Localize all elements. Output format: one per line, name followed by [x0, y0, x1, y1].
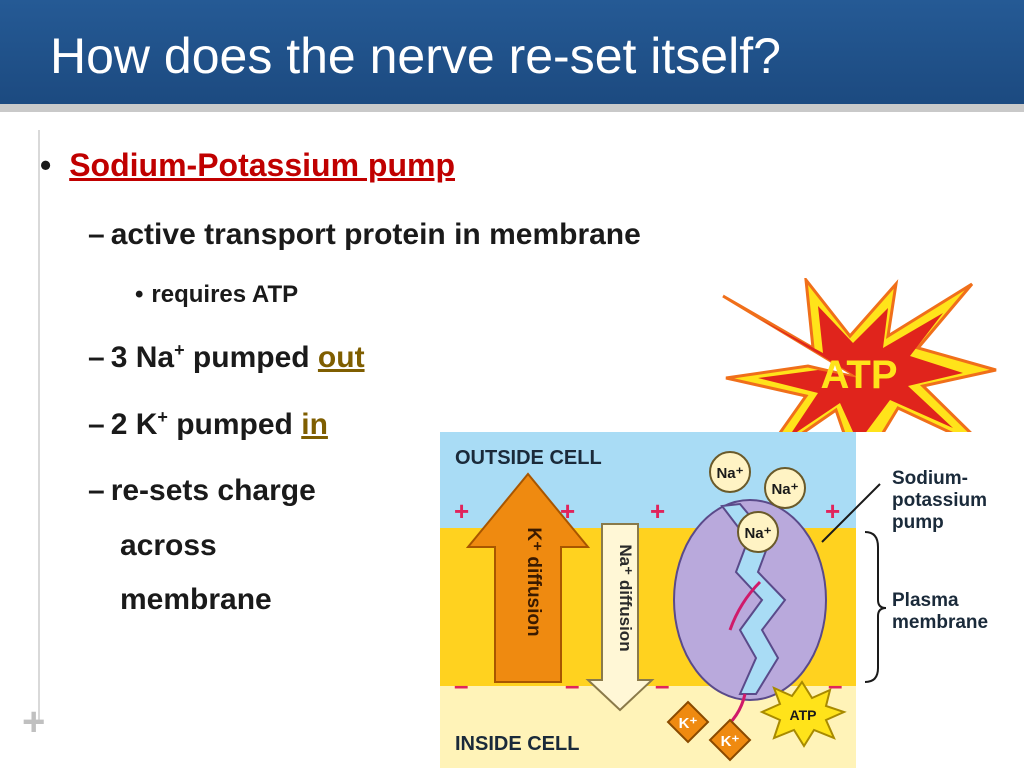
bullet-sodium-potassium-pump: • Sodium-Potassium pump — [40, 143, 455, 187]
pump-leader-line — [821, 483, 881, 543]
na-ion-label: Na⁺ — [771, 481, 798, 498]
dash-icon: – — [88, 408, 105, 441]
left-guide-line — [38, 130, 40, 720]
membrane-bracket — [864, 531, 887, 683]
pump-channel — [720, 502, 787, 695]
pump-label-line: potassium — [892, 490, 987, 511]
plus-charge: + — [454, 496, 469, 526]
k-diffusion-arrow — [465, 472, 591, 683]
out-link[interactable]: out — [317, 341, 365, 374]
outside-cell-label: OUTSIDE CELL — [455, 447, 602, 469]
minus-charge: – — [565, 670, 579, 700]
sodium-potassium-pump-diagram: OUTSIDE CELL INSIDE CELL + + + + – – – –… — [440, 432, 1024, 768]
inside-cell-label: INSIDE CELL — [455, 733, 579, 755]
na-ion-label: Na⁺ — [744, 525, 771, 542]
superscript: + — [157, 407, 168, 428]
bullet-text: 3 Na — [110, 341, 175, 374]
membrane-label-line: Plasma — [892, 590, 959, 611]
bullet-na-pumped-out: –3 Na+ pumped out — [88, 337, 365, 379]
plus-charge: + — [650, 496, 665, 526]
dash-icon: – — [88, 474, 105, 507]
na-ion-label: Na⁺ — [716, 465, 743, 482]
small-atp-starburst — [759, 680, 847, 748]
bullet-dot-icon: • — [135, 281, 144, 308]
in-link[interactable]: in — [301, 408, 328, 441]
small-atp-label: ATP — [790, 707, 817, 723]
k-ion-label: K⁺ — [679, 715, 698, 732]
superscript: + — [174, 340, 185, 361]
heading-link[interactable]: Sodium-Potassium pump — [69, 147, 455, 183]
bullet-text: requires ATP — [151, 281, 299, 308]
bullet-active-transport: –active transport protein in membrane — [88, 214, 641, 256]
dash-icon: – — [88, 218, 105, 251]
bullet-dot-icon: • — [40, 147, 52, 183]
bullet-text: pumped — [184, 341, 318, 374]
k-ion — [666, 700, 710, 744]
k-diffusion-label: K⁺ diffusion — [523, 527, 544, 636]
bullet-text-continued: across — [120, 529, 217, 562]
na-ion — [709, 451, 751, 493]
k-ion-label: K⁺ — [721, 733, 740, 750]
dash-icon: – — [88, 341, 105, 374]
bullet-text: active transport protein in membrane — [110, 218, 641, 251]
pump-protein — [673, 499, 827, 701]
na-diffusion-label: Na⁺ diffusion — [616, 544, 635, 651]
na-diffusion-arrow — [585, 523, 655, 712]
slide-title: How does the nerve re-set itself? — [50, 28, 781, 84]
na-ion — [764, 467, 806, 509]
membrane-label-line: membrane — [892, 612, 988, 633]
bullet-text: re-sets charge — [110, 474, 316, 507]
plus-icon: + — [22, 700, 46, 744]
starburst-inner-shape — [758, 306, 963, 443]
bullet-resets-charge: –re-sets charge — [88, 470, 316, 512]
k-ion — [708, 718, 752, 762]
atp-burst-label: ATP — [820, 353, 897, 397]
bullet-text: 2 K — [110, 408, 158, 441]
pump-label-line: pump — [892, 512, 944, 533]
bullet-requires-atp: • requires ATP — [135, 278, 298, 312]
minus-charge: – — [828, 670, 842, 700]
bullet-text-continued: membrane — [120, 583, 272, 616]
plus-charge: + — [825, 496, 840, 526]
minus-charge: – — [655, 670, 669, 700]
pump-label-line: Sodium- — [892, 468, 968, 489]
label-column — [856, 432, 1024, 768]
na-ion — [737, 511, 779, 553]
bullet-text: pumped — [167, 408, 302, 441]
title-bar: How does the nerve re-set itself? — [0, 0, 1024, 112]
atp-starburst: ATP — [722, 278, 997, 478]
na-transport-arrow — [728, 580, 762, 631]
minus-charge: – — [454, 670, 468, 700]
bullet-k-pumped-in: –2 K+ pumped in — [88, 404, 328, 446]
